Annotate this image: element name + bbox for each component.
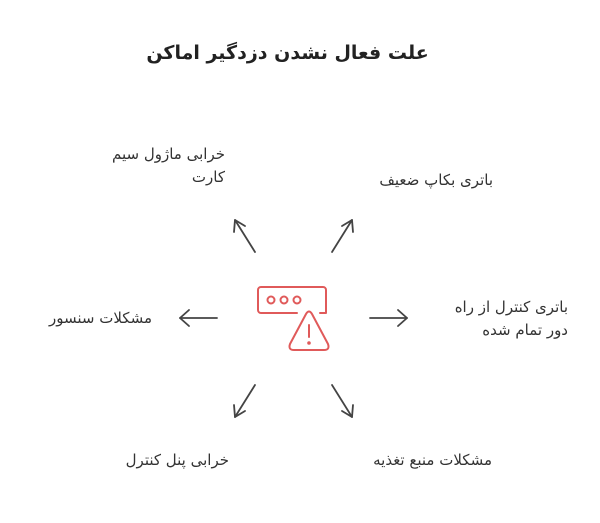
diagram-title: علت فعال نشدن دزدگیر اماکن <box>146 42 429 64</box>
arrow-right <box>369 309 408 327</box>
cause-line: کارت <box>191 168 225 186</box>
cause-control-panel: خرابی پنل کنترل <box>126 449 229 472</box>
alarm-panel-warning-icon <box>257 286 330 351</box>
cause-line: مشکلات منبع تغذیه <box>373 451 492 469</box>
cause-line: باتری کنترل از راه <box>454 298 568 316</box>
cause-line: خرابی ماژول سیم <box>112 145 225 163</box>
cause-line: مشکلات سنسور <box>48 309 152 327</box>
arrow-bottom-right <box>331 384 354 418</box>
cause-sim-card-module: خرابی ماژول سیم کارت <box>112 143 225 189</box>
cause-sensor-problems: مشکلات سنسور <box>49 307 152 330</box>
arrow-top-right <box>331 219 354 253</box>
cause-line: خرابی پنل کنترل <box>125 451 229 469</box>
cause-backup-battery: باتری بکاپ ضعیف <box>379 169 493 192</box>
arrow-left <box>179 309 218 327</box>
arrow-top-left <box>233 219 256 253</box>
arrow-bottom-left <box>233 384 256 418</box>
cause-power-supply: مشکلات منبع تغذیه <box>373 449 492 472</box>
cause-line: دور تمام شده <box>482 321 568 339</box>
cause-line: باتری بکاپ ضعیف <box>379 171 493 189</box>
cause-remote-battery: باتری کنترل از راه دور تمام شده <box>455 296 568 342</box>
